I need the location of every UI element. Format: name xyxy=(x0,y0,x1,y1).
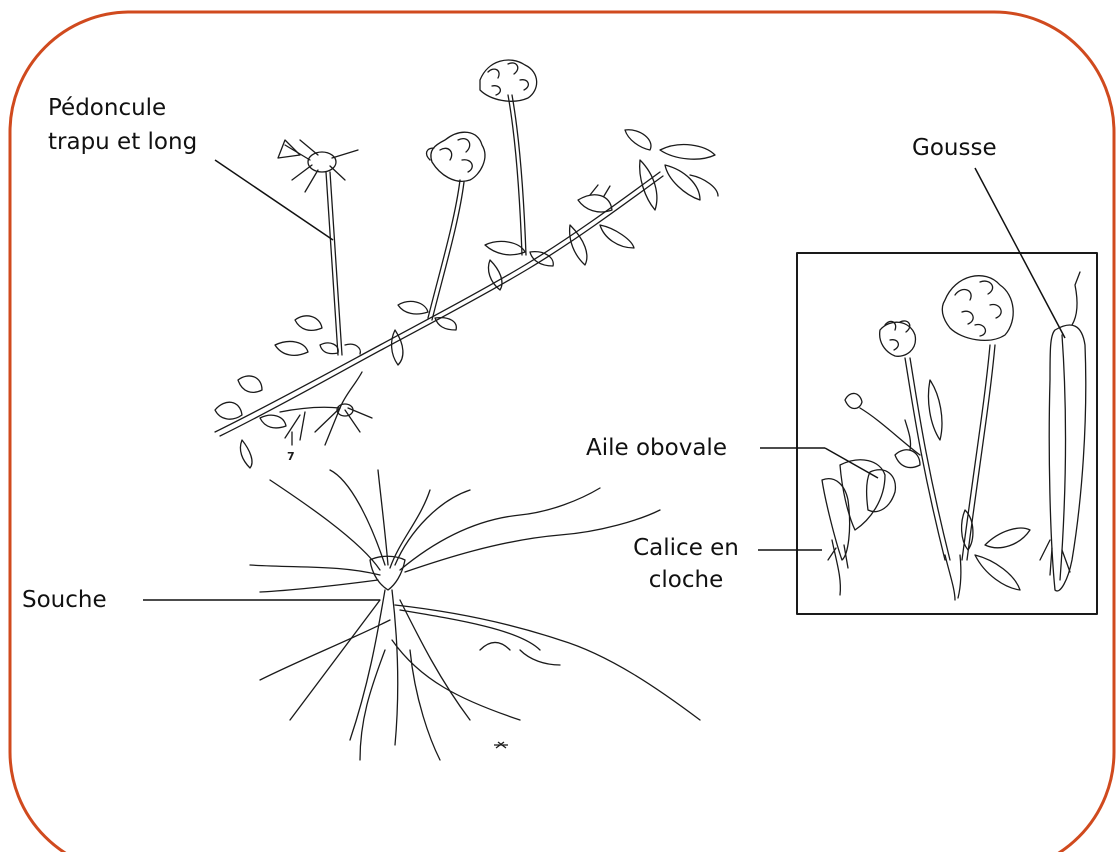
inset-illustration xyxy=(822,272,1086,600)
lower-sprig xyxy=(280,372,372,445)
flower-head-middle xyxy=(427,132,485,181)
signature-mark xyxy=(494,742,508,748)
peduncle-middle xyxy=(428,180,460,318)
leaf-cluster-mid xyxy=(570,185,634,265)
label-wing: Aile obovale xyxy=(586,434,727,462)
label-stock: Souche xyxy=(22,586,107,614)
label-peduncle-line1: Pédoncule xyxy=(48,94,166,122)
leaf-cluster-right xyxy=(625,130,718,210)
label-peduncle-line2: trapu et long xyxy=(48,128,197,156)
peduncle-tall xyxy=(508,95,522,255)
leader-wing-angle xyxy=(825,448,878,478)
plant-illustration xyxy=(215,60,718,468)
pod-drawing xyxy=(1049,325,1086,591)
flower-head-left xyxy=(278,140,358,192)
label-calyx-line1: Calice en xyxy=(618,534,754,562)
leader-peduncle xyxy=(215,160,333,240)
leaf-cluster-base xyxy=(215,376,286,468)
root-illustration xyxy=(250,470,700,760)
label-pod: Gousse xyxy=(912,134,997,162)
figure-number: 7 xyxy=(287,450,295,463)
label-calyx-line2: cloche xyxy=(618,566,754,594)
leaf-cluster-left xyxy=(275,316,360,355)
